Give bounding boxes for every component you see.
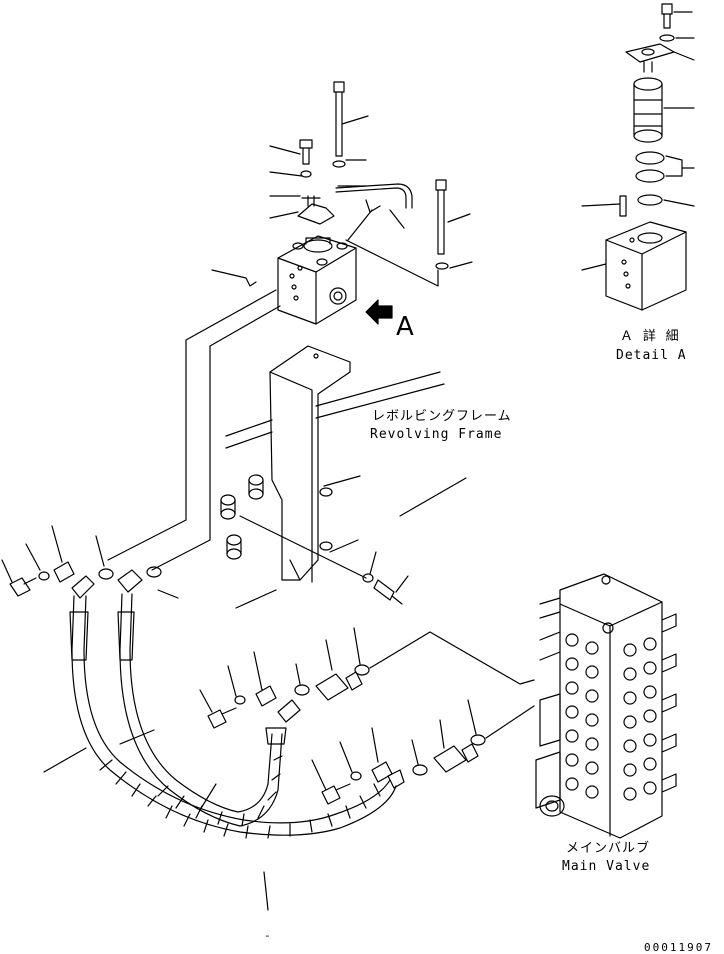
upper-bolts: [299, 81, 449, 270]
pilot-hose-lines: [107, 289, 281, 571]
view-arrow-a: [365, 299, 393, 325]
view-arrow-label: A: [396, 312, 414, 342]
lower-fittings: [199, 627, 535, 805]
valve-block: [277, 235, 357, 325]
main-valve-label-en: Main Valve: [562, 859, 651, 874]
detail-a-title-jp: Ａ 詳 細: [620, 329, 680, 344]
hose-left-fittings: [1, 525, 179, 599]
valve-ports: [565, 613, 677, 801]
revolving-frame-label-jp: レボルビングフレーム: [372, 409, 512, 424]
main-valve: [535, 573, 677, 839]
main-valve-label-jp: メインバルブ: [566, 841, 651, 856]
revolving-frame-label-en: Revolving Frame: [370, 427, 503, 442]
bottom-mark: -: [264, 929, 273, 942]
drawing-number: 00011907: [644, 941, 713, 954]
leader-lines-upper: [211, 115, 473, 287]
hoses: [43, 593, 405, 911]
detail-a-title-en: Detail A: [616, 348, 687, 363]
small-bracket: [297, 195, 335, 225]
detail-a-group: [581, 3, 695, 311]
mounting-bracket: [220, 345, 467, 609]
